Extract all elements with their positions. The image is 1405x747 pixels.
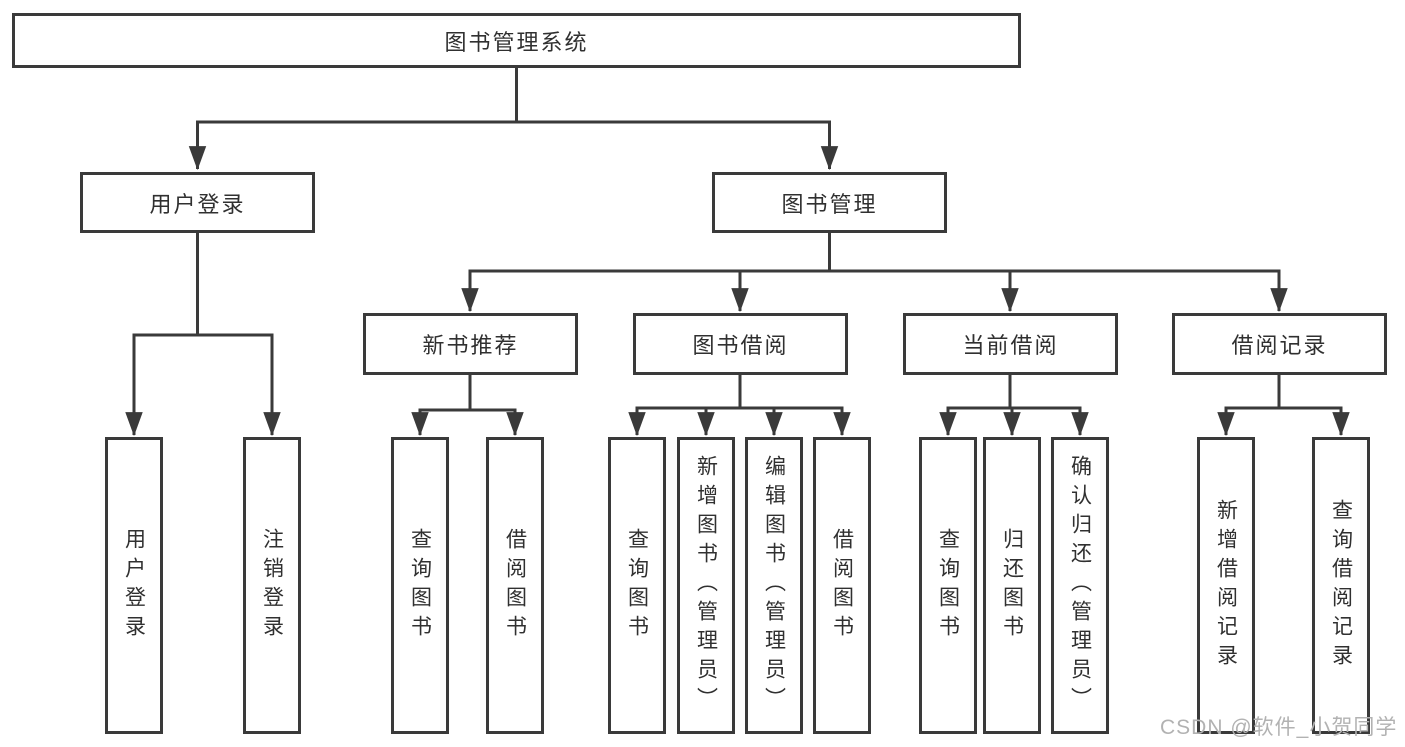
- node-user-login-module: 用户登录: [80, 172, 315, 233]
- leaf-add-borrow-record-label: 新增借阅记录: [1214, 498, 1238, 673]
- leaf-add-book-admin-label: 新增图书（管理员）: [694, 455, 718, 716]
- leaf-add-book-admin: 新增图书（管理员）: [677, 437, 735, 734]
- leaf-confirm-return-admin: 确认归还（管理员）: [1051, 437, 1109, 734]
- leaf-query-borrow-record: 查询借阅记录: [1312, 437, 1370, 734]
- leaf-query-books-current-label: 查询图书: [936, 527, 960, 644]
- leaf-query-borrow-record-label: 查询借阅记录: [1329, 498, 1353, 673]
- node-borrowing-records-label: 借阅记录: [1231, 333, 1328, 358]
- leaf-query-books-recommend-label: 查询图书: [408, 527, 432, 644]
- node-book-management-module: 图书管理: [712, 172, 947, 233]
- leaf-query-books-recommend: 查询图书: [391, 437, 449, 734]
- node-book-borrowing-label: 图书借阅: [692, 333, 789, 358]
- node-current-borrowing: 当前借阅: [903, 313, 1118, 375]
- leaf-return-books-label: 归还图书: [1000, 527, 1024, 644]
- leaf-add-borrow-record: 新增借阅记录: [1197, 437, 1255, 734]
- leaf-return-books: 归还图书: [983, 437, 1041, 734]
- leaf-query-books-borrowing: 查询图书: [608, 437, 666, 734]
- leaf-borrow-books-recommend: 借阅图书: [486, 437, 544, 734]
- node-library-system-label: 图书管理系统: [444, 29, 589, 55]
- leaf-user-login-label: 用户登录: [122, 527, 146, 644]
- leaf-confirm-return-admin-label: 确认归还（管理员）: [1068, 455, 1092, 716]
- leaf-borrow-books-borrowing: 借阅图书: [813, 437, 871, 734]
- leaf-edit-book-admin-label: 编辑图书（管理员）: [762, 455, 786, 716]
- node-new-book-recommendation: 新书推荐: [363, 313, 578, 375]
- leaf-borrow-books-recommend-label: 借阅图书: [503, 527, 527, 644]
- leaf-logout: 注销登录: [243, 437, 301, 734]
- node-library-system: 图书管理系统: [12, 13, 1021, 68]
- leaf-edit-book-admin: 编辑图书（管理员）: [745, 437, 803, 734]
- node-book-management-module-label: 图书管理: [781, 191, 878, 217]
- csdn-watermark: CSDN @软件_小贺同学: [1160, 716, 1398, 739]
- node-new-book-recommendation-label: 新书推荐: [422, 333, 519, 358]
- node-borrowing-records: 借阅记录: [1172, 313, 1387, 375]
- leaf-query-books-borrowing-label: 查询图书: [625, 527, 649, 644]
- node-book-borrowing: 图书借阅: [633, 313, 848, 375]
- leaf-user-login: 用户登录: [105, 437, 163, 734]
- node-user-login-module-label: 用户登录: [149, 191, 246, 217]
- node-current-borrowing-label: 当前借阅: [962, 333, 1059, 358]
- leaf-logout-label: 注销登录: [260, 527, 284, 644]
- leaf-query-books-current: 查询图书: [919, 437, 977, 734]
- leaf-borrow-books-borrowing-label: 借阅图书: [830, 527, 854, 644]
